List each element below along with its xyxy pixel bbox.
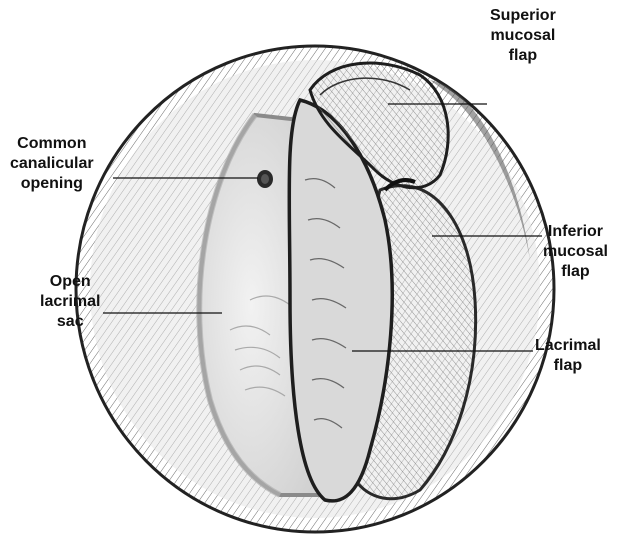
label-inferior-mucosal-flap: Inferior mucosal flap [543, 222, 608, 282]
label-superior-mucosal-flap: Superior mucosal flap [490, 6, 556, 66]
label-open-lacrimal-sac: Open lacrimal sac [40, 272, 100, 332]
label-lacrimal-flap: Lacrimal flap [535, 336, 601, 376]
label-common-canalicular-opening: Common canalicular opening [10, 134, 94, 194]
